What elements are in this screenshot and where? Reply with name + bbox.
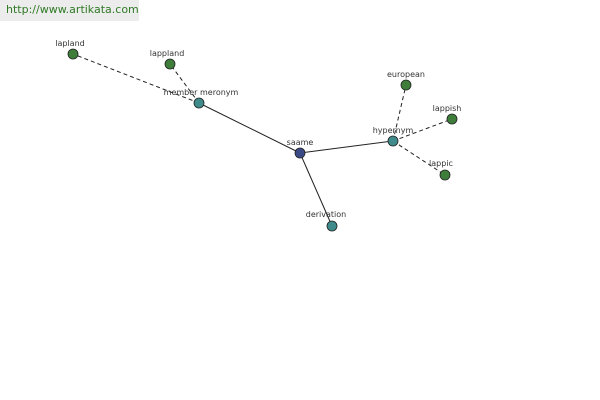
url-badge: http://www.artikata.com bbox=[0, 0, 139, 21]
edge-center-to-derivation bbox=[299, 152, 333, 227]
site-url-link[interactable]: http://www.artikata.com bbox=[6, 3, 139, 16]
leaf-node-lapland[interactable]: lapland bbox=[55, 39, 85, 60]
relation-node-derivation-dot[interactable] bbox=[326, 220, 338, 232]
edge-hypernym-to-european bbox=[392, 84, 407, 142]
leaf-node-lapland-dot[interactable] bbox=[67, 48, 79, 60]
relation-node-member-meronym-dot[interactable] bbox=[193, 97, 205, 109]
edge-hypernym-to-lappish bbox=[392, 118, 453, 142]
leaf-node-lapland-label: lapland bbox=[55, 39, 84, 48]
graph-edges bbox=[72, 53, 453, 227]
leaf-node-lappish-label: lappish bbox=[433, 104, 462, 113]
leaf-node-european[interactable]: european bbox=[387, 70, 425, 91]
leaf-node-lappic-label: lappic bbox=[429, 159, 453, 168]
relation-node-member-meronym[interactable]: member meronym bbox=[164, 88, 239, 109]
edge-member-meronym-to-lappland bbox=[169, 63, 200, 104]
center-node-saame-dot[interactable] bbox=[294, 147, 306, 159]
leaf-node-european-dot[interactable] bbox=[400, 79, 412, 91]
leaf-node-lappic-dot[interactable] bbox=[439, 169, 451, 181]
leaf-node-lappland-dot[interactable] bbox=[164, 58, 176, 70]
edge-center-to-hypernym bbox=[299, 140, 394, 154]
relation-node-hypernym-label: hypernym bbox=[373, 126, 414, 135]
leaf-node-lappic[interactable]: lappic bbox=[429, 159, 453, 181]
edge-member-meronym-to-lapland bbox=[72, 53, 200, 104]
leaf-node-lappish-dot[interactable] bbox=[446, 113, 458, 125]
relation-node-derivation-label: derivation bbox=[306, 210, 346, 219]
leaf-node-lappland[interactable]: lappland bbox=[150, 49, 185, 70]
center-node-saame[interactable]: saame bbox=[287, 138, 314, 159]
edge-hypernym-to-lappic bbox=[392, 140, 446, 176]
center-node-saame-label: saame bbox=[287, 138, 314, 147]
relation-node-derivation[interactable]: derivation bbox=[306, 210, 346, 232]
leaf-node-european-label: european bbox=[387, 70, 425, 79]
relation-node-hypernym[interactable]: hypernym bbox=[373, 126, 414, 147]
edge-center-to-member-meronym bbox=[198, 102, 301, 154]
leaf-node-lappland-label: lappland bbox=[150, 49, 185, 58]
graph-nodes: lapland lappland member meronym european lap… bbox=[55, 39, 462, 232]
relation-node-member-meronym-label: member meronym bbox=[164, 88, 239, 97]
leaf-node-lappish[interactable]: lappish bbox=[433, 104, 462, 125]
relation-node-hypernym-dot[interactable] bbox=[387, 135, 399, 147]
